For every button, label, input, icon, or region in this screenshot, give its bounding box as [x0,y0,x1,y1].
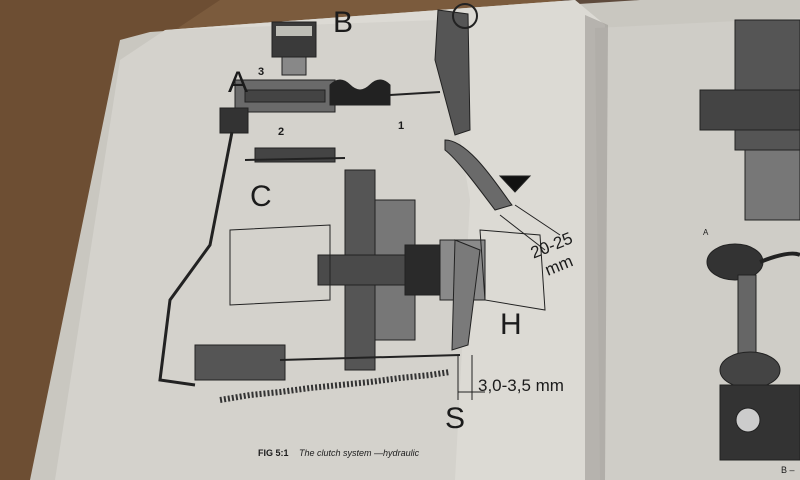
figure-title: The clutch system —hydraulic [299,448,420,458]
label-s: S [445,402,466,435]
label-b: B [333,6,354,39]
label-c: C [250,180,272,213]
label-1: 1 [398,120,405,132]
label-h: H [500,308,522,341]
right-label-a: A [703,228,709,237]
label-3: 3 [258,66,265,78]
right-page-diagram [699,19,800,461]
figure-number: FIG 5:1 [258,448,289,458]
label-2: 2 [278,126,285,138]
figure-caption: FIG 5:1 The clutch system —hydraulic [258,448,419,458]
clearance-value: 3,0-3,5 mm [478,376,564,395]
label-a: A [228,66,249,99]
clutch-diagram [158,3,561,403]
right-label-b: B – [781,465,795,475]
